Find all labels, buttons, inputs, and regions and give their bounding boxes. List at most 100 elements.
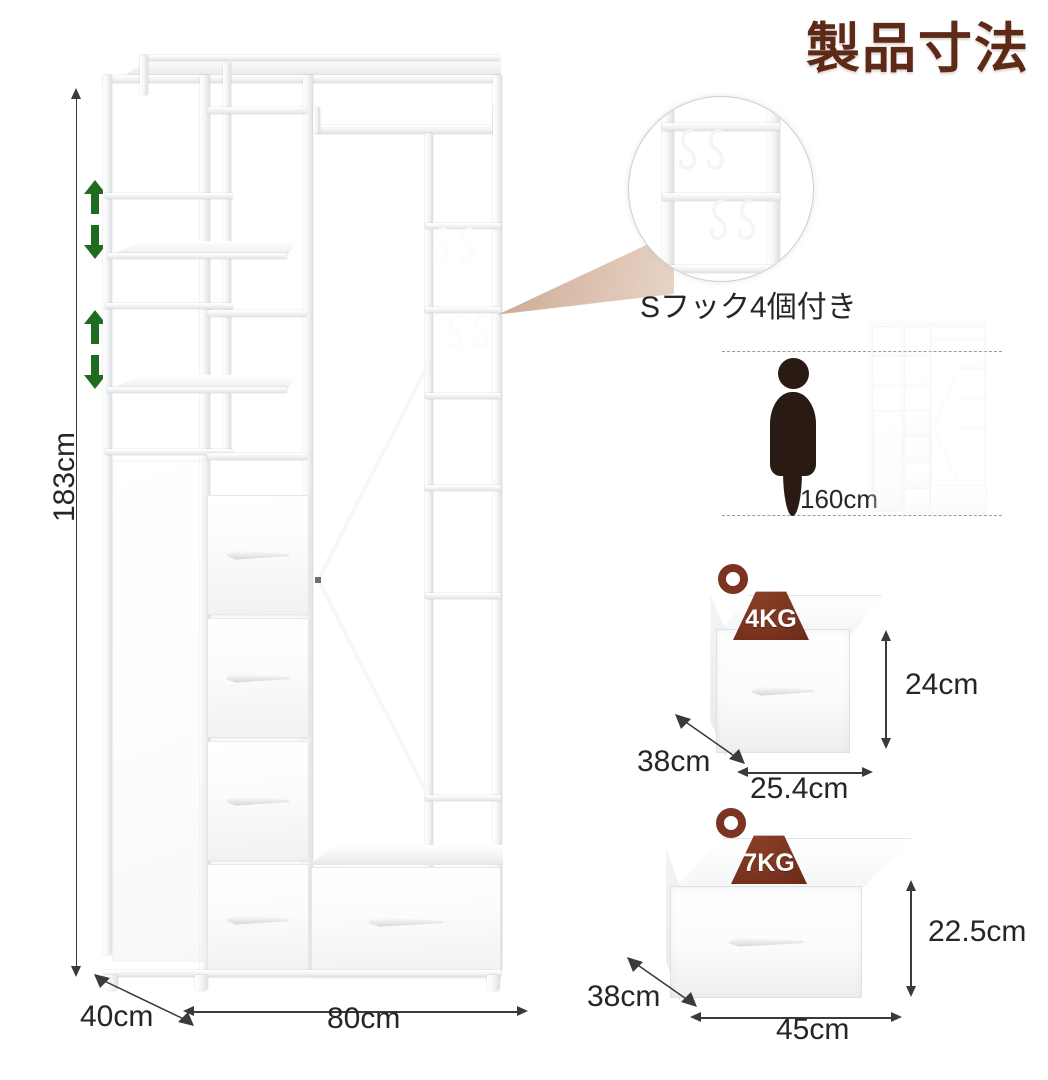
post-left-back — [140, 55, 148, 95]
reference-guide-top — [722, 351, 1002, 352]
small-depth-label: 38cm — [637, 745, 711, 778]
drawer-handle-icon — [227, 673, 289, 683]
large-depth-label: 38cm — [587, 980, 661, 1013]
large-drawer-box — [630, 838, 912, 1006]
hanging-rod-bracket-left — [313, 107, 320, 133]
zoom-post-right — [767, 97, 780, 281]
small-height-arrow-top — [881, 630, 891, 641]
large-height-line — [910, 890, 912, 988]
x-cross-brace — [315, 365, 430, 795]
adjustable-shelf-2-edge — [107, 387, 287, 393]
mid-rail-2 — [207, 453, 307, 460]
zoom-rail-mid — [662, 193, 780, 201]
large-height-arrow-top — [906, 880, 916, 891]
shelf-adjust-arrow-down-1 — [84, 225, 106, 259]
page-title: 製品寸法 — [806, 17, 1030, 80]
post-right-inner — [425, 133, 433, 963]
left-rail-1 — [105, 193, 233, 199]
base-rail-front — [103, 970, 501, 977]
large-width-arrow-right — [891, 1012, 902, 1022]
mini-post-left — [870, 324, 873, 514]
small-height-arrow-bottom — [881, 738, 891, 749]
wardrobe-illustration — [95, 45, 525, 991]
mid-rail-top — [207, 107, 307, 114]
small-width-arrow-left — [737, 767, 748, 777]
width-label: 80cm — [327, 1002, 401, 1035]
small-drawer-box — [680, 595, 882, 760]
reference-guide-bottom — [722, 515, 1002, 516]
zoom-s-hook-pair-lower — [709, 199, 756, 240]
mini-x-brace — [932, 375, 958, 480]
s-hook-pair-upper — [433, 227, 475, 263]
left-rail-3 — [105, 449, 233, 455]
width-dimension-line — [193, 1011, 518, 1013]
small-height-label: 24cm — [905, 668, 979, 701]
width-arrow-left — [183, 1006, 194, 1016]
small-width-line — [747, 772, 863, 774]
mini-right-rail-3 — [958, 427, 984, 429]
post-left-front — [103, 75, 112, 955]
drawer-handle-icon — [227, 550, 289, 560]
drawer-handle-icon — [729, 937, 803, 947]
right-rail-5 — [425, 593, 501, 599]
person-head — [778, 358, 809, 389]
small-width-label: 25.4cm — [750, 772, 849, 805]
drawer-wide-bottom[interactable] — [311, 867, 501, 977]
drawer-handle-icon — [227, 796, 289, 806]
mini-drawer-2 — [904, 436, 930, 463]
right-rail-4 — [425, 485, 501, 491]
drawer-small-3[interactable] — [207, 741, 309, 861]
right-rail-2 — [425, 307, 501, 313]
large-drawer-front — [670, 886, 862, 998]
large-width-label: 45cm — [776, 1013, 850, 1046]
small-height-line — [885, 640, 887, 740]
mini-right-rail-2 — [958, 397, 984, 399]
mini-post-right — [983, 324, 986, 514]
mini-top-rail — [870, 324, 986, 327]
width-arrow-right — [517, 1006, 528, 1016]
mini-rod — [930, 337, 984, 340]
right-rail-1 — [425, 223, 501, 229]
large-width-line — [700, 1017, 892, 1019]
mini-shelf-1 — [870, 353, 928, 356]
mini-drawer-4 — [904, 488, 930, 513]
lower-bench-shelf — [309, 845, 503, 865]
mini-side-panel — [873, 410, 903, 512]
mini-drawer-wide — [930, 485, 986, 513]
height-dimension-line — [75, 98, 77, 968]
zoom-s-hook-pair-upper — [678, 129, 725, 170]
post-right-front — [493, 75, 502, 970]
drawer-handle-icon — [752, 686, 814, 696]
mini-post-mid — [902, 324, 905, 514]
post-mid-front — [200, 75, 210, 973]
mini-top-shelf — [876, 319, 986, 325]
hanging-rod — [313, 125, 501, 134]
drawer-small-1[interactable] — [207, 495, 309, 615]
s-hook-caption: Sフック4個付き — [640, 291, 857, 324]
top-front-rail — [103, 75, 501, 83]
drawer-small-2[interactable] — [207, 618, 309, 738]
shelf-adjust-arrow-down-2 — [84, 355, 106, 389]
small-depth-line — [675, 714, 745, 764]
small-width-arrow-right — [862, 767, 873, 777]
s-hook-pair-lower — [447, 313, 489, 349]
left-rail-2 — [105, 303, 233, 309]
mini-right-rail-1 — [958, 367, 984, 369]
mid-rail-1 — [207, 310, 307, 317]
foot-right — [487, 975, 500, 991]
shelf-adjust-arrow-up-1 — [84, 180, 106, 214]
zoom-rail-bottom — [662, 265, 780, 273]
large-height-arrow-bottom — [906, 986, 916, 997]
shelf-adjust-arrow-up-2 — [84, 310, 106, 344]
top-shelf-surface — [122, 57, 501, 77]
person-legs — [783, 466, 802, 516]
small-drawer-front — [716, 629, 850, 753]
drawer-handle-icon — [227, 915, 289, 925]
mini-drawer-1 — [904, 410, 930, 437]
mini-drawer-3 — [904, 462, 930, 489]
person-silhouette — [760, 358, 826, 516]
weight-ring-icon — [716, 808, 746, 838]
drawer-handle-icon — [369, 917, 443, 927]
drawer-small-4[interactable] — [207, 864, 309, 976]
depth-dimension-line — [94, 974, 194, 1026]
